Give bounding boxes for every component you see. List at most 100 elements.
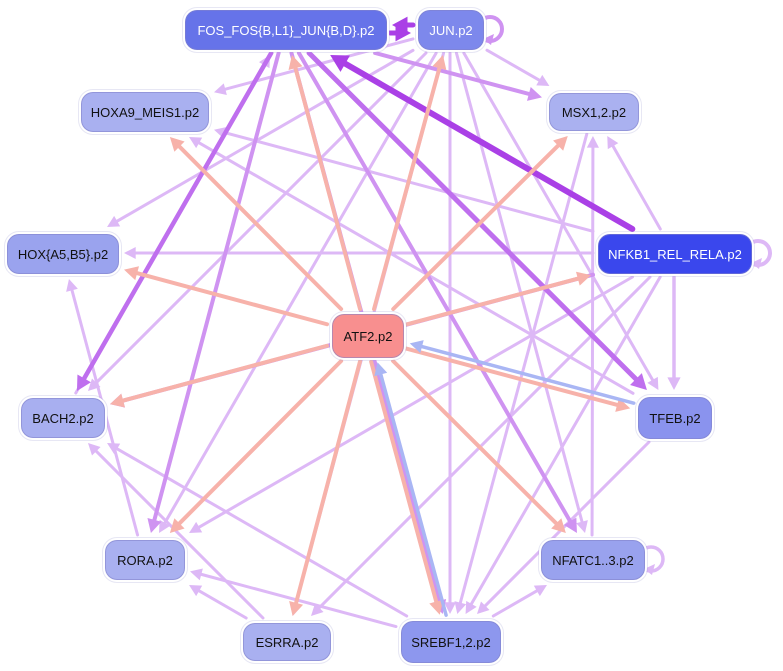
arrowhead-icon xyxy=(374,362,388,377)
arrowhead-icon xyxy=(66,279,78,292)
node-label: NFATC1..3.p2 xyxy=(552,552,634,568)
node-label: MSX1,2.p2 xyxy=(561,104,627,120)
edge-NFKB-ESRRA xyxy=(311,275,652,616)
edge-JUN-TFEB xyxy=(462,51,659,390)
edge-ATF2-FOS xyxy=(288,55,363,311)
edge-ATF2-HOXA5B5 xyxy=(124,266,329,327)
arrowhead-icon xyxy=(330,55,350,72)
edge-ATF2-RORA xyxy=(169,359,344,533)
arrowhead-icon xyxy=(169,137,185,152)
arrowhead-icon xyxy=(477,601,490,614)
node-label: SREBF1,2.p2 xyxy=(411,634,491,650)
edge-NFKB-MSX xyxy=(607,136,662,231)
node-NFKB[interactable]: NFKB1_REL_RELA.p2 xyxy=(598,234,752,274)
arrowhead-icon xyxy=(392,16,408,34)
arrowhead-icon xyxy=(576,271,591,286)
node-label: RORA.p2 xyxy=(117,552,173,568)
arrowhead-icon xyxy=(189,521,203,533)
node-MSX[interactable]: MSX1,2.p2 xyxy=(549,93,639,131)
node-SREBF[interactable]: SREBF1,2.p2 xyxy=(401,621,501,663)
arrowhead-icon xyxy=(107,215,121,227)
arrowhead-icon xyxy=(147,518,162,533)
edge-ATF2-BACH2 xyxy=(110,343,329,408)
edge-FOS-RORA xyxy=(147,51,281,533)
edge-ATF2-MSX xyxy=(391,136,568,311)
edge-ATF2-SREBF xyxy=(369,359,444,615)
node-label: ATF2.p2 xyxy=(343,328,393,344)
edge-NFKB-SREBF xyxy=(465,275,662,614)
edge-FOS-BACH2 xyxy=(76,50,274,391)
arrowhead-icon xyxy=(429,599,444,615)
arrowhead-icon xyxy=(124,246,136,260)
arrowhead-icon xyxy=(432,55,447,71)
arrowhead-icon xyxy=(190,568,203,581)
edge-FOS-TFEB xyxy=(306,50,647,390)
edge-TFEB-HOXA9 xyxy=(189,137,635,395)
arrowhead-icon xyxy=(454,601,467,614)
node-label: HOX{A5,B5}.p2 xyxy=(17,246,109,262)
node-label: HOXA9_MEIS1.p2 xyxy=(90,104,200,120)
edge-ATF2-JUN xyxy=(372,55,447,311)
edge-ATF2-HOXA9 xyxy=(169,137,344,311)
edge-JUN-SREBF xyxy=(443,51,457,614)
arrowhead-icon xyxy=(553,136,568,151)
arrowhead-icon xyxy=(88,443,101,456)
arrowhead-icon xyxy=(214,83,227,96)
arrowhead-icon xyxy=(533,585,547,597)
node-ESRRA[interactable]: ESRRA.p2 xyxy=(243,623,331,661)
arrowhead-icon xyxy=(563,517,577,533)
arrowhead-icon xyxy=(586,136,599,148)
node-label: NFKB1_REL_RELA.p2 xyxy=(608,246,742,262)
edge-SREBF-ATF2 xyxy=(374,362,448,617)
edge-ATF2-NFATC xyxy=(391,359,566,533)
node-JUN[interactable]: JUN.p2 xyxy=(418,10,484,50)
arrowhead-icon xyxy=(76,374,91,391)
node-label: JUN.p2 xyxy=(429,22,473,38)
node-HOXA5B5[interactable]: HOX{A5,B5}.p2 xyxy=(7,234,119,274)
arrowhead-icon xyxy=(607,136,619,150)
arrowhead-icon xyxy=(667,377,681,390)
arrowhead-icon xyxy=(647,376,659,390)
node-NFATC[interactable]: NFATC1..3.p2 xyxy=(541,540,645,580)
arrowhead-icon xyxy=(443,602,457,614)
edge-JUN-FOS xyxy=(392,16,416,34)
arrowhead-icon xyxy=(409,340,424,353)
edge-MSX-SREBF xyxy=(454,132,589,614)
node-ATF2[interactable]: ATF2.p2 xyxy=(332,314,404,358)
edge-ATF2-TFEB xyxy=(404,346,631,412)
arrowhead-icon xyxy=(536,74,550,86)
edge-NFATC-MSX xyxy=(586,136,599,537)
node-label: TFEB.p2 xyxy=(649,410,701,426)
edge-NFKB-TFEB xyxy=(667,275,681,390)
arrowhead-icon xyxy=(124,266,140,281)
arrowhead-icon xyxy=(189,585,203,597)
arrowhead-icon xyxy=(169,518,185,533)
edge-JUN-MSX xyxy=(485,48,550,86)
edge-NFKB-HOXA5B5 xyxy=(124,246,595,260)
arrowhead-icon xyxy=(465,600,477,614)
arrowhead-icon xyxy=(551,518,566,533)
arrowhead-icon xyxy=(289,601,304,616)
node-label: BACH2.p2 xyxy=(32,410,94,426)
arrowhead-icon xyxy=(288,55,303,71)
node-FOS[interactable]: FOS_FOS{B,L1}_JUN{B,D}.p2 xyxy=(185,10,387,50)
arrowhead-icon xyxy=(576,520,588,533)
arrowhead-icon xyxy=(311,603,324,616)
edge-ATF2-ESRRA xyxy=(289,359,363,616)
node-label: ESRRA.p2 xyxy=(255,634,319,650)
node-TFEB[interactable]: TFEB.p2 xyxy=(638,397,712,439)
node-RORA[interactable]: RORA.p2 xyxy=(105,540,185,580)
edge-JUN-HOXA5B5 xyxy=(107,48,415,227)
arrowhead-icon xyxy=(159,519,171,533)
arrowhead-icon xyxy=(615,397,631,412)
arrowhead-icon xyxy=(110,393,126,408)
node-HOXA9[interactable]: HOXA9_MEIS1.p2 xyxy=(81,92,209,132)
node-BACH2[interactable]: BACH2.p2 xyxy=(21,398,105,438)
node-label: FOS_FOS{B,L1}_JUN{B,D}.p2 xyxy=(197,22,375,38)
edge-FOS-NFATC xyxy=(296,51,577,533)
edge-SREBF-NFATC xyxy=(491,585,547,618)
edge-NFKB-FOS xyxy=(330,55,636,232)
arrowhead-icon xyxy=(527,86,542,101)
